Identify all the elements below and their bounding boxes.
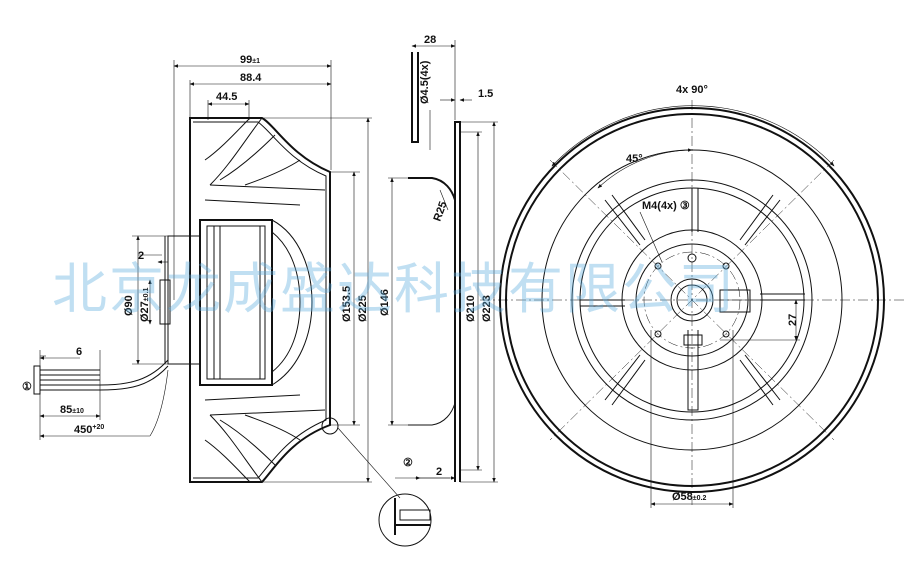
dim-d90: Ø90 (123, 295, 135, 316)
dim-d146: Ø146 (379, 289, 391, 316)
dim-2-bottom: 2 (436, 466, 442, 478)
dim-m4: M4(4x) ③ (642, 200, 690, 212)
section-view (388, 40, 498, 483)
dim-44-5: 44.5 (216, 91, 237, 103)
dim-450: 450+20 (74, 424, 104, 436)
dim-d27: Ø27±0.1 (139, 288, 151, 322)
dim-hole-4x: Ø4.5(4x) (419, 60, 431, 104)
dimension-labels: 99±1 88.4 44.5 28 Ø4.5(4x) 1.5 4x 90° 45… (22, 34, 799, 503)
dim-99: 99±1 (240, 54, 260, 66)
front-view (480, 100, 905, 508)
dim-d210: Ø210 (465, 295, 477, 322)
dim-28: 28 (424, 34, 436, 46)
dim-27: 27 (787, 314, 799, 326)
dim-d225: Ø225 (357, 295, 369, 322)
dim-2-top: 2 (138, 250, 144, 262)
ref-1: ① (22, 381, 32, 393)
dim-d153-5: Ø153.5 (341, 286, 353, 322)
dim-d58: Ø58±0.2 (672, 491, 706, 503)
dim-45deg: 45° (626, 153, 643, 165)
dim-1-5: 1.5 (478, 88, 493, 100)
side-view (33, 60, 450, 547)
ref-2: ② (403, 457, 413, 469)
dim-85: 85±10 (60, 404, 84, 416)
dim-r25: R25 (432, 200, 450, 223)
dim-6: 6 (76, 346, 82, 358)
dim-4x90: 4x 90° (676, 84, 708, 96)
dim-88-4: 88.4 (240, 72, 262, 84)
dim-d223: Ø223 (481, 295, 493, 322)
